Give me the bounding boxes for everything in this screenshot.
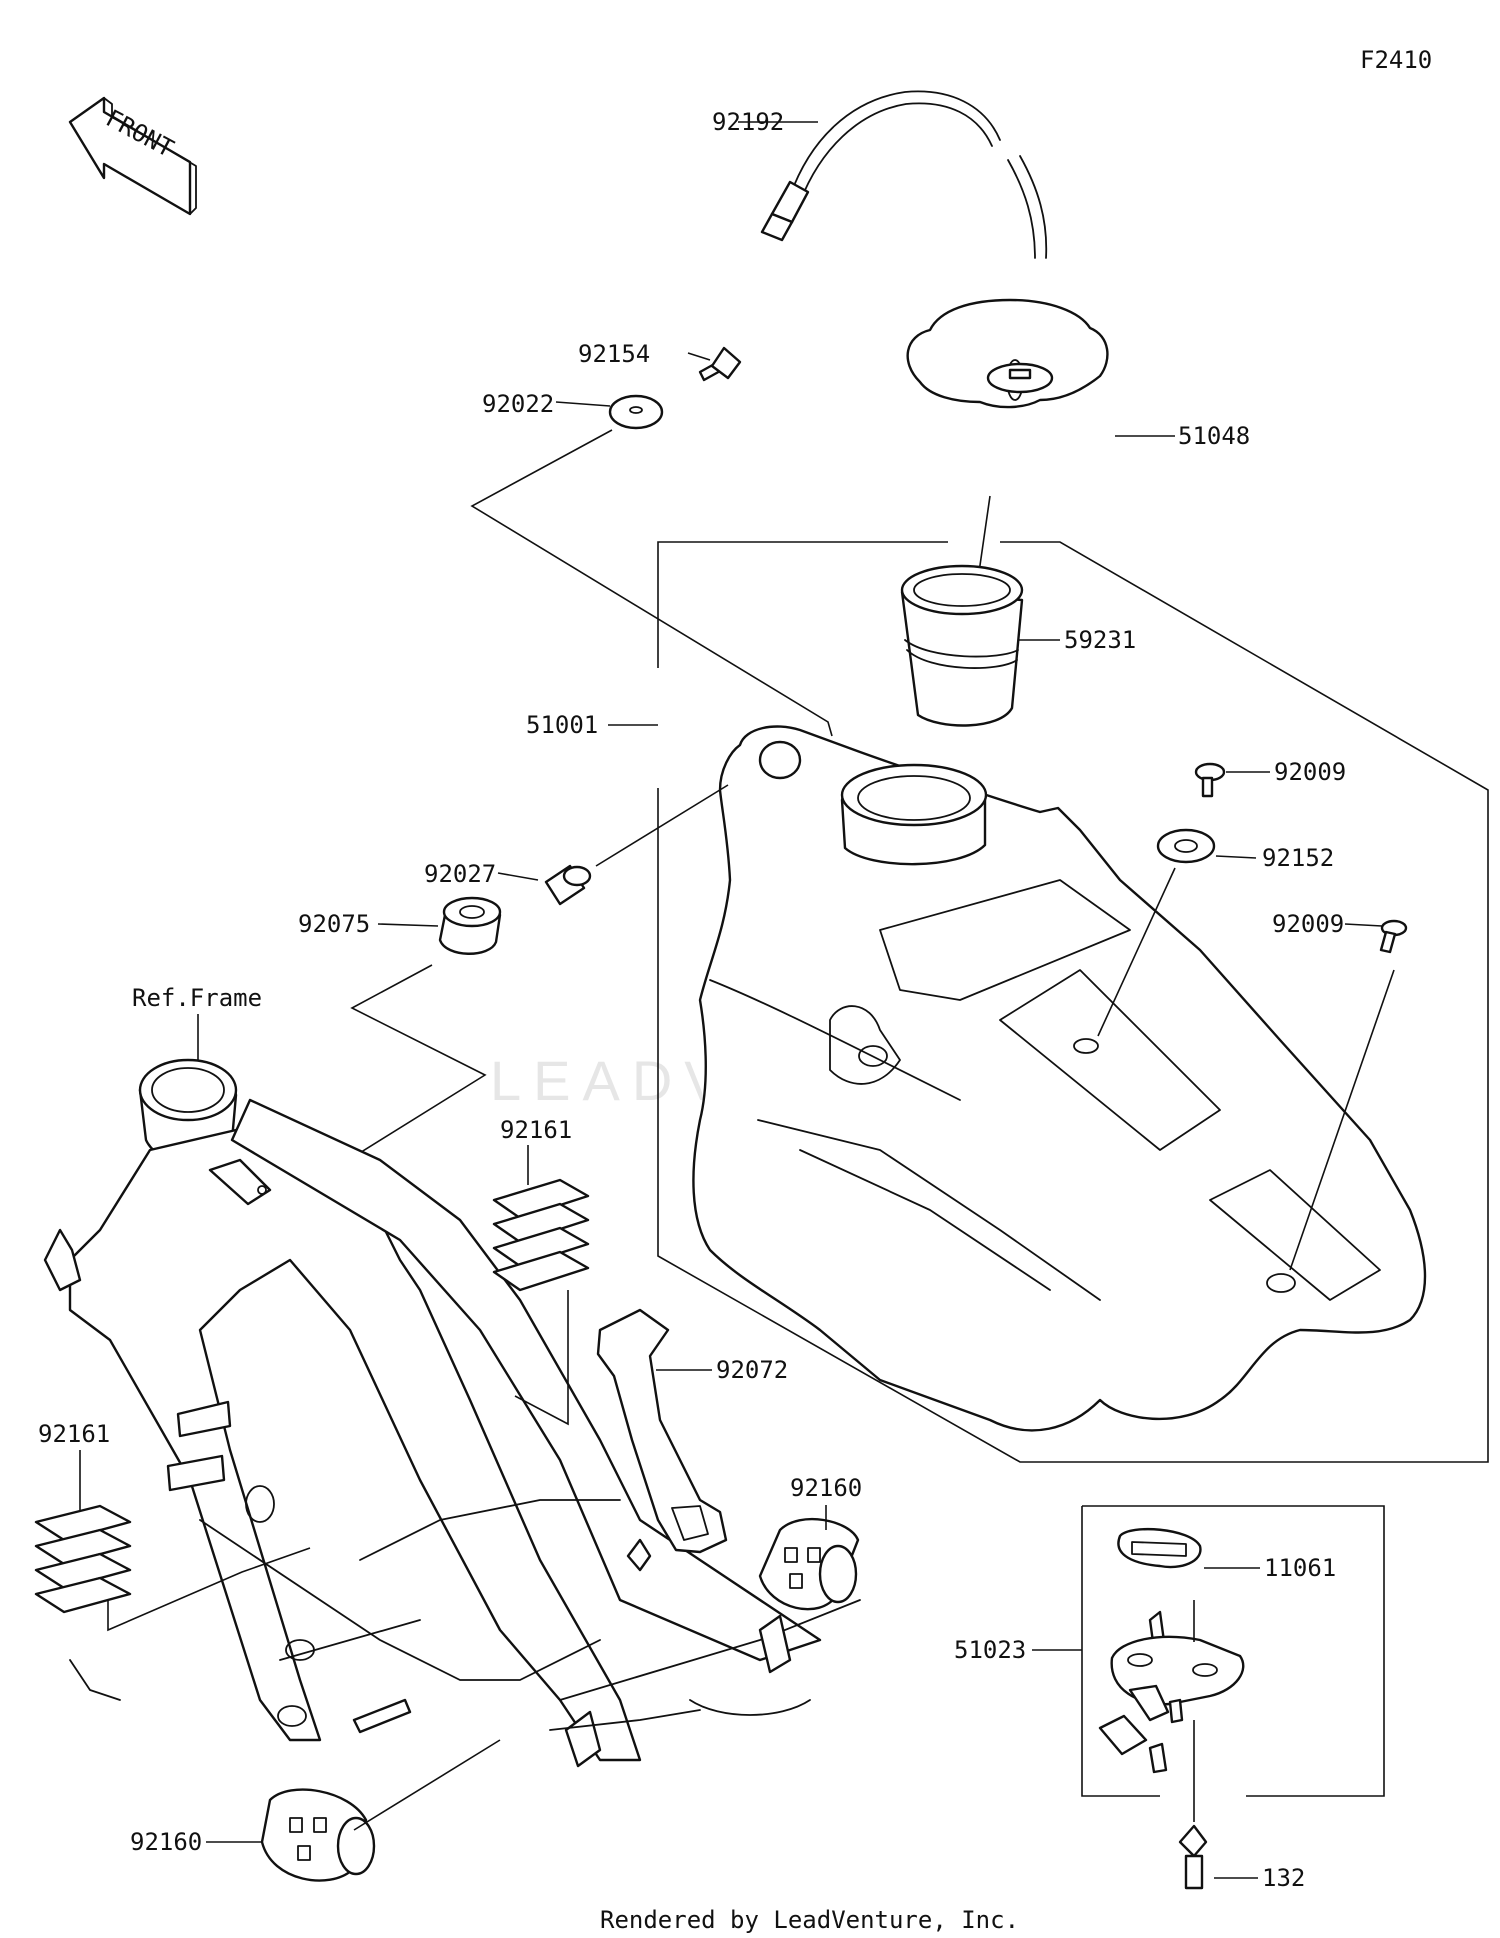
rubber-92161-a: 92161 — [492, 1116, 590, 1426]
callout-92160-a: 92160 — [790, 1474, 862, 1502]
frame-reference: Ref.Frame — [43, 984, 861, 1768]
callout-92160-b: 92160 — [130, 1828, 202, 1856]
screw-92009-a — [1194, 762, 1270, 798]
rubber-92160-a — [758, 1505, 860, 1611]
callout-11061: 11061 — [1264, 1554, 1336, 1582]
bolt-92154 — [687, 346, 742, 382]
callout-92152: 92152 — [1262, 844, 1334, 872]
ref-frame-label: Ref.Frame — [132, 984, 262, 1012]
callout-132: 132 — [1262, 1864, 1305, 1892]
fuel-cock-assembly — [1032, 1505, 1385, 1890]
screw-92009-b — [1289, 919, 1408, 1271]
callout-51048: 51048 — [1178, 422, 1250, 450]
washer-92022 — [470, 394, 833, 737]
fuel-cap — [906, 298, 1175, 601]
footer-credit: Rendered by LeadVenture, Inc. — [600, 1906, 1019, 1934]
callout-92161-b: 92161 — [38, 1420, 110, 1448]
figure-code: F2410 — [1360, 46, 1432, 74]
fuel-tank — [692, 725, 1427, 1432]
callout-92192: 92192 — [712, 108, 784, 136]
strap-92072 — [596, 1308, 728, 1554]
callout-92009-a: 92009 — [1274, 758, 1346, 786]
callout-51023: 51023 — [954, 1636, 1026, 1664]
callout-92022: 92022 — [482, 390, 554, 418]
callout-92075: 92075 — [298, 910, 370, 938]
breather-hose — [738, 90, 1048, 259]
callout-59231: 59231 — [1064, 626, 1136, 654]
callout-labels: 92192 92154 92022 51048 59231 51001 9200… — [130, 108, 1346, 1892]
callout-92009-b: 92009 — [1272, 910, 1344, 938]
callout-51001: 51001 — [526, 711, 598, 739]
callout-92072: 92072 — [716, 1356, 788, 1384]
callout-92027: 92027 — [424, 860, 496, 888]
front-arrow-icon: FRONT — [68, 96, 197, 216]
callout-92161-a: 92161 — [500, 1116, 572, 1144]
damper-92075 — [275, 896, 502, 1206]
grommet-92152 — [1097, 828, 1257, 1037]
callout-92154: 92154 — [578, 340, 650, 368]
tank-assembly-outline — [608, 541, 1489, 1463]
rubber-92161-b: 92161 — [34, 1420, 311, 1632]
collar-92027 — [497, 784, 729, 906]
fuel-filter — [900, 564, 1060, 727]
rubber-92160-b — [206, 1739, 501, 1882]
